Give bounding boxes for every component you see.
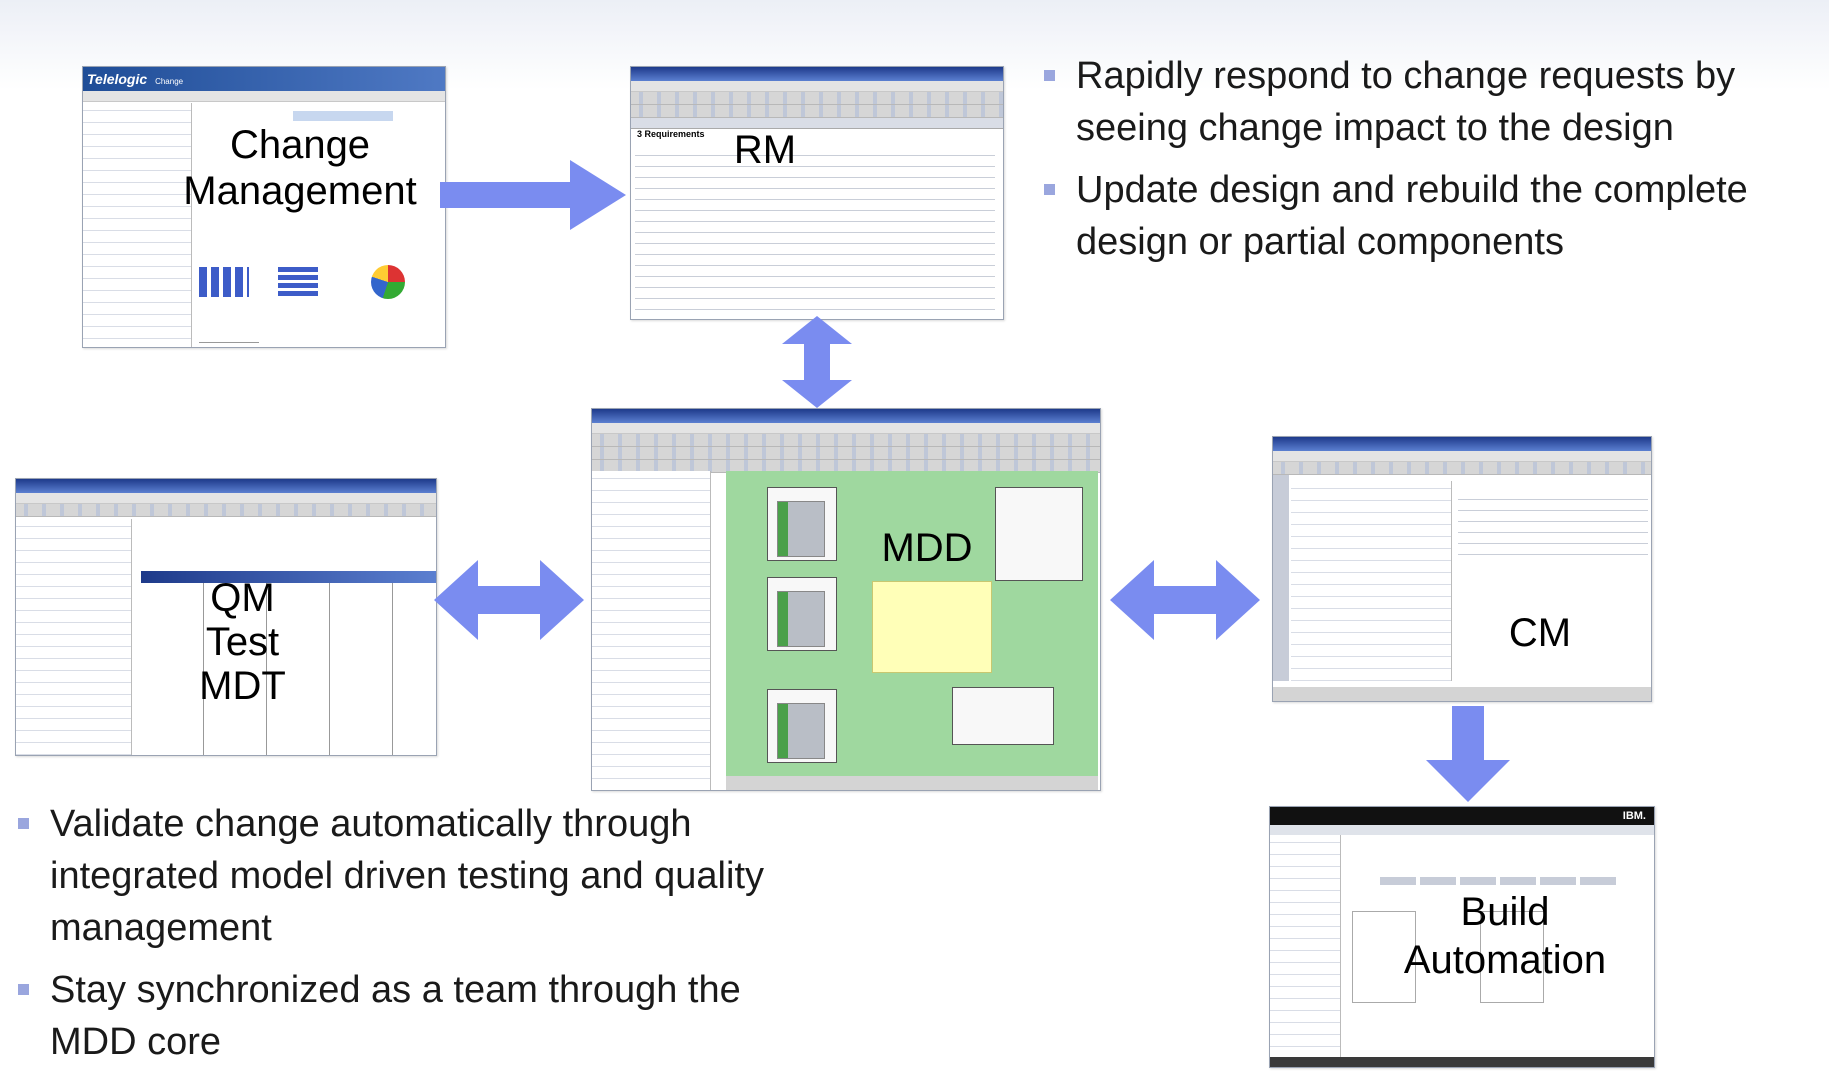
build-automation-label: Build Automation [1403, 890, 1607, 982]
cm-statusbar [1273, 687, 1651, 701]
bullet-square-icon [18, 818, 29, 829]
cm-toolbar [1273, 462, 1651, 475]
build-forge-field-list [1352, 911, 1416, 1003]
rm-column-headers [631, 118, 1003, 129]
build-forge-subheader [1270, 825, 1654, 835]
qm-sequence-diagram-titlebar [141, 571, 436, 583]
ibm-logo: IBM. [1622, 810, 1646, 822]
mdd-model-browser [592, 471, 711, 790]
rm-menubar [631, 81, 1003, 92]
qm-menubar [16, 493, 436, 504]
change-management-screenshot: Telelogic Change [82, 66, 446, 348]
build-forge-wizard-steps [1380, 877, 1620, 885]
cm-menubar [83, 91, 445, 102]
mdd-tab-strip [726, 776, 1098, 790]
cm-change-request-tree [1291, 481, 1452, 681]
rm-toolbar [631, 92, 1003, 105]
bullet-item: Update design and rebuild the complete d… [1040, 164, 1820, 268]
build-forge-selected-list [1480, 911, 1544, 1003]
qm-model-browser [16, 519, 132, 755]
mdd-titlebar [592, 409, 1100, 423]
cm-chart-hbar [278, 267, 318, 297]
qm-test-mdt-screenshot [15, 478, 437, 756]
bullets-bottom: Validate change automatically through in… [14, 798, 804, 1078]
build-forge-nav [1270, 835, 1341, 1067]
mdd-toolbar-2 [592, 447, 1100, 460]
cm-task-table [1458, 493, 1648, 559]
qm-titlebar [16, 479, 436, 493]
bullet-item: Validate change automatically through in… [14, 798, 804, 954]
rm-heading: 3 Requirements [637, 129, 705, 139]
telelogic-product: Change [155, 77, 184, 86]
cm-screenshot [1272, 436, 1652, 702]
qm-sequence-diagram [141, 583, 436, 755]
change-management-label: Change Management [183, 123, 417, 213]
cm-chart-pie [371, 265, 405, 299]
mdd-node-icon [777, 703, 825, 759]
build-forge-footer [1270, 1057, 1654, 1067]
bullet-square-icon [18, 984, 29, 995]
mdd-menubar [592, 423, 1100, 434]
arrow-cm-to-build [1426, 706, 1510, 802]
cm-menubar [1273, 451, 1651, 462]
telelogic-logo: Telelogic [87, 71, 148, 87]
arrow-mdd-cm [1110, 560, 1260, 640]
bullet-item: Stay synchronized as a team through the … [14, 964, 804, 1068]
arrow-rm-mdd [782, 316, 852, 408]
rm-toolbar-2 [631, 105, 1003, 118]
mdd-node-icon [777, 591, 825, 647]
mdd-comment-note [872, 581, 992, 673]
build-forge-header: IBM. [1270, 807, 1654, 825]
rm-label: RM [733, 128, 797, 172]
cm-query-panel [83, 103, 192, 347]
cm-label: CM [1508, 611, 1572, 655]
bullets-top: Rapidly respond to change requests by se… [1040, 50, 1820, 278]
qm-toolbar [16, 504, 436, 517]
cm-side-tabs [1273, 475, 1289, 681]
bullet-square-icon [1044, 184, 1055, 195]
bullet-item: Rapidly respond to change requests by se… [1040, 50, 1820, 154]
rm-requirements-table [635, 149, 995, 313]
bullet-square-icon [1044, 70, 1055, 81]
cm-tab-strip [293, 111, 393, 121]
mdd-screenshot [591, 408, 1101, 791]
cm-chart-bar [199, 267, 249, 297]
rm-screenshot: 3 Requirements [630, 66, 1004, 320]
arrow-change-to-rm [440, 160, 626, 230]
mdd-component-subsystem [952, 687, 1054, 745]
mdd-node-icon [777, 501, 825, 557]
telelogic-header: Telelogic Change [83, 67, 445, 91]
build-automation-screenshot: IBM. [1269, 806, 1655, 1068]
mdd-toolbar [592, 434, 1100, 447]
mdd-component-headset [995, 487, 1083, 581]
rm-titlebar [631, 67, 1003, 81]
cm-chart-line [199, 312, 259, 343]
arrow-qm-mdd [434, 560, 584, 640]
qm-test-mdt-label: QM Test MDT [199, 576, 286, 708]
mdd-label: MDD [881, 526, 973, 570]
cm-titlebar [1273, 437, 1651, 451]
